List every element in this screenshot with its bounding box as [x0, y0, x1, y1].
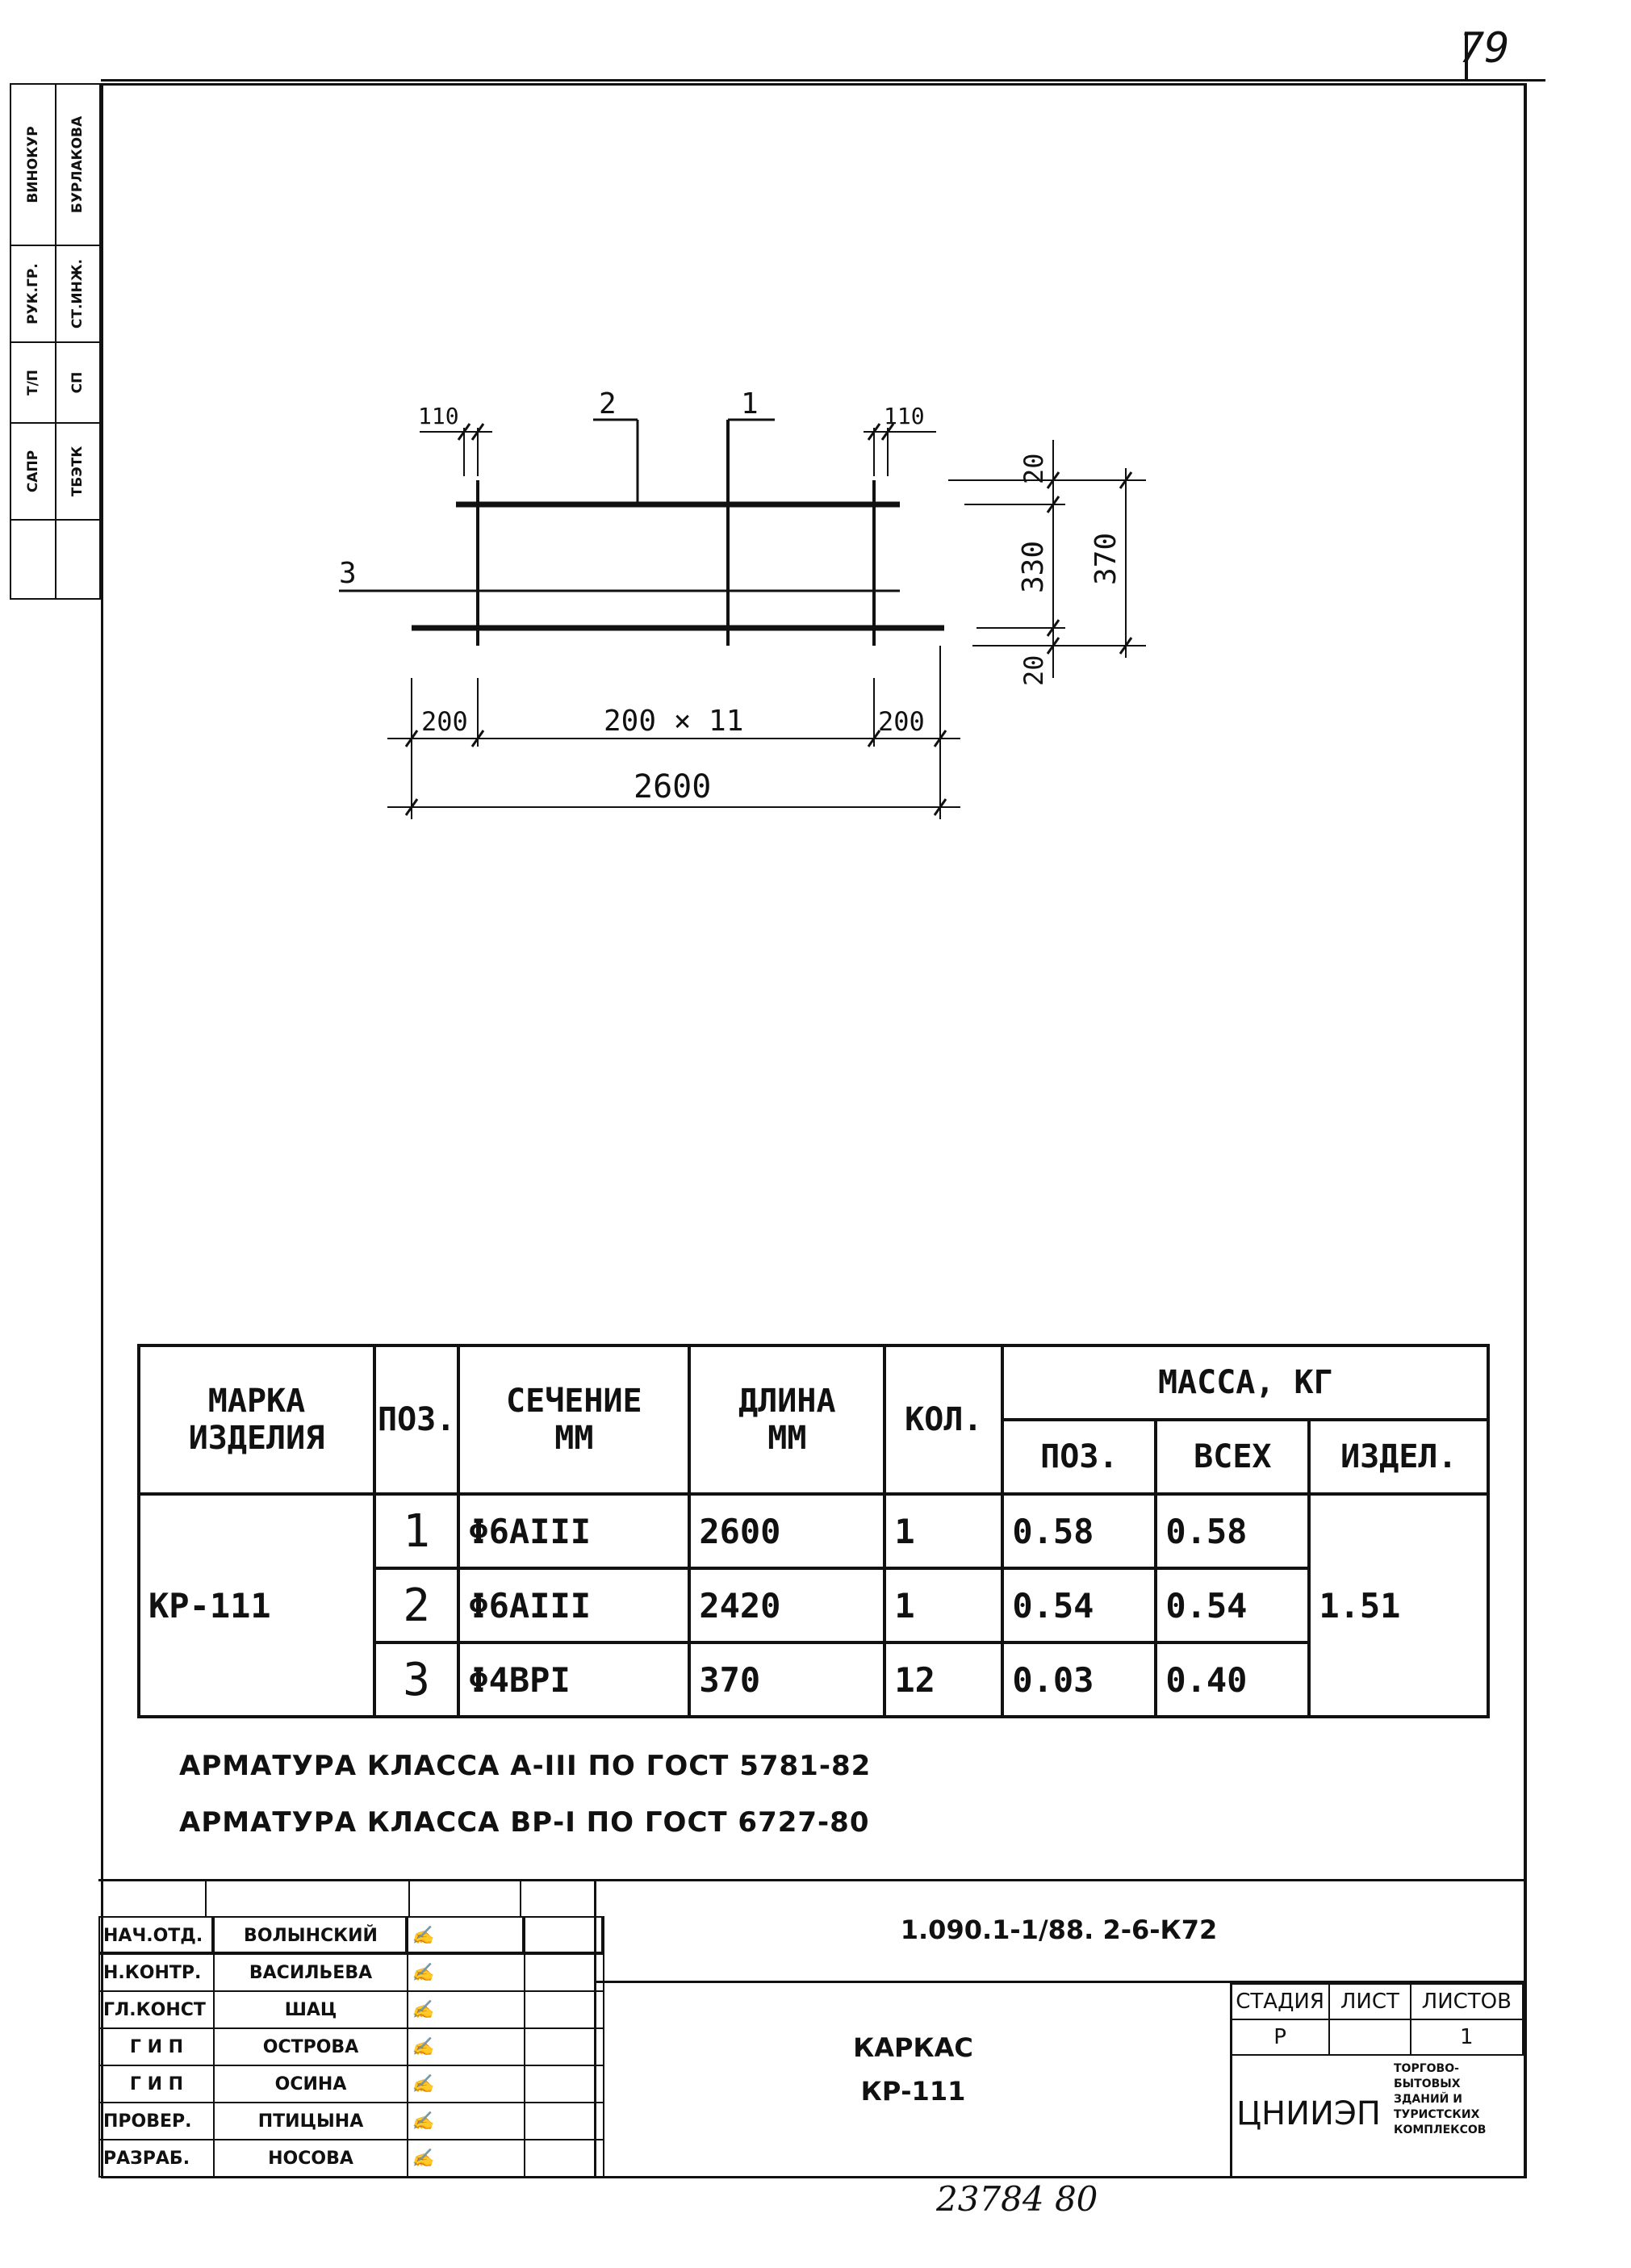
cell-mass-pos: 0.54 — [1001, 1567, 1158, 1644]
header-mass-item: ИЗДЕЛ. — [1307, 1418, 1491, 1496]
cell-qty: 12 — [883, 1641, 1005, 1718]
document-code: 1.090.1-1/88. 2-6-К72 — [900, 1914, 1218, 1945]
title-block: НАЧ.ОТД.ВОЛЫНСКИЙ✍ Н.КОНТР.ВАСИЛЬЕВА✍ ГЛ… — [98, 1879, 1524, 2178]
reinforcement-cage-drawing: 2 1 3 110 110 200 200 × 11 200 2600 20 3… — [339, 387, 1146, 819]
person-name: ПТИЦЫНА — [213, 2102, 408, 2140]
cell-qty: 1 — [883, 1492, 1005, 1570]
table-row: 2 Φ6AIII 2420 1 0.54 0.54 — [139, 1567, 1488, 1644]
dim-200-left: 200 — [421, 706, 468, 737]
cell-mass-pos: 0.03 — [1001, 1641, 1158, 1718]
role: НАЧ.ОТД. — [98, 1916, 215, 1955]
role: РАЗРАБ. — [98, 2139, 215, 2178]
header-section: СЕЧЕНИЕ ММ — [457, 1344, 692, 1496]
signature: ✍ — [407, 1916, 525, 1955]
leader-label-1: 1 — [741, 387, 759, 421]
page-number: 79 — [1459, 24, 1510, 73]
dim-110-right: 110 — [884, 403, 925, 429]
leader-label-3: 3 — [339, 557, 357, 590]
cell-mass-item: 1.51 — [1307, 1492, 1491, 1718]
header-mark: МАРКА ИЗДЕЛИЯ — [137, 1344, 376, 1496]
top-border — [101, 79, 1545, 82]
cell-qty: 1 — [883, 1567, 1005, 1644]
cell-mass-pos: 0.58 — [1001, 1492, 1158, 1570]
header-pos: ПОЗ. — [372, 1344, 461, 1496]
stage-table: СТАДИЯ ЛИСТ ЛИСТОВ Р 1 — [1229, 1983, 1524, 2056]
role: Г И П — [98, 2065, 215, 2103]
organization-description: ТОРГОВО- БЫТОВЫХ ЗДАНИЙ И ТУРИСТСКИХ КОМ… — [1394, 2062, 1487, 2136]
cell-pos: 2 — [372, 1567, 461, 1644]
role: Н.КОНТР. — [98, 1953, 215, 1992]
header-qty: КОЛ. — [883, 1344, 1005, 1496]
signature: ✍ — [407, 2027, 525, 2066]
stage-label: СТАДИЯ — [1229, 1983, 1331, 2020]
note-rebar-a3: АРМАТУРА КЛАССА А-III ПО ГОСТ 5781-82 — [179, 1750, 872, 1782]
signature: ✍ — [407, 2102, 525, 2140]
cell-length: 2420 — [688, 1567, 887, 1644]
cell-mass-all: 0.54 — [1154, 1567, 1311, 1644]
dim-200x11: 200 × 11 — [604, 705, 743, 738]
person-name: НОСОВА — [213, 2139, 408, 2178]
drawing-frame — [101, 83, 1527, 2178]
dim-20-bottom: 20 — [1018, 655, 1049, 686]
archive-number: 23784 80 — [936, 2179, 1098, 2219]
stage-value: Р — [1229, 2019, 1331, 2056]
header-length: ДЛИНА ММ — [688, 1344, 887, 1496]
person-name: ВОЛЫНСКИЙ — [213, 1916, 408, 1955]
page-number-bar — [1465, 32, 1468, 81]
dim-370: 370 — [1089, 533, 1123, 585]
sheet-value — [1328, 2019, 1411, 2056]
signature: ✍ — [407, 1953, 525, 1992]
drawing-title: КАРКАС КР-111 — [853, 2032, 973, 2107]
leader-label-2: 2 — [599, 387, 617, 421]
signature: ✍ — [407, 2139, 525, 2178]
dim-200-right: 200 — [878, 706, 925, 737]
cell-pos: 1 — [372, 1492, 461, 1570]
dim-330: 330 — [1017, 541, 1050, 593]
cell-length: 2600 — [688, 1492, 887, 1570]
cell-length: 370 — [688, 1641, 887, 1718]
dim-110-left: 110 — [418, 403, 459, 429]
role: Г И П — [98, 2027, 215, 2066]
header-mass-all: ВСЕХ — [1154, 1418, 1311, 1496]
cell-mark: КР-111 — [137, 1492, 376, 1718]
role: ПРОВЕР. — [98, 2102, 215, 2140]
approval-stamp: ВИНОКУР БУРЛАКОВА РУК.ГР. СТ.ИНЖ. Т/П СП… — [10, 83, 101, 600]
table-row: 3 Φ4BPI 370 12 0.03 0.40 — [139, 1641, 1488, 1718]
cell-section: Φ6AIII — [457, 1492, 692, 1570]
sheets-label: ЛИСТОВ — [1409, 1983, 1524, 2020]
sheets-value: 1 — [1409, 2019, 1524, 2056]
cell-pos: 3 — [372, 1641, 461, 1718]
note-rebar-bp1: АРМАТУРА КЛАССА ВР-I ПО ГОСТ 6727-80 — [179, 1806, 870, 1839]
organization-name: ЦНИИЭП — [1236, 2095, 1381, 2132]
table-row: КР-111 1 Φ6AIII 2600 1 0.58 0.58 1.51 — [137, 1492, 1491, 1718]
signature: ✍ — [407, 2065, 525, 2103]
dim-2600: 2600 — [634, 768, 711, 806]
header-mass-pos: ПОЗ. — [1001, 1418, 1158, 1496]
role: ГЛ.КОНСТ — [98, 1990, 215, 2029]
cell-section: Φ4BPI — [457, 1641, 692, 1718]
signature: ✍ — [407, 1990, 525, 2029]
specification-table: МАРКА ИЗДЕЛИЯ ПОЗ. СЕЧЕНИЕ ММ ДЛИНА ММ К… — [137, 1344, 1491, 1718]
dim-20-top: 20 — [1018, 453, 1049, 484]
cell-section: Φ6AIII — [457, 1567, 692, 1644]
cell-mass-all: 0.40 — [1154, 1641, 1311, 1718]
person-name: ШАЦ — [213, 1990, 408, 2029]
sheet-label: ЛИСТ — [1328, 1983, 1411, 2020]
person-name: ВАСИЛЬЕВА — [213, 1953, 408, 1992]
person-name: ОСТРОВА — [213, 2027, 408, 2066]
header-mass: МАССА, КГ — [1001, 1344, 1491, 1421]
person-name: ОСИНА — [213, 2065, 408, 2103]
cell-mass-all: 0.58 — [1154, 1492, 1311, 1570]
